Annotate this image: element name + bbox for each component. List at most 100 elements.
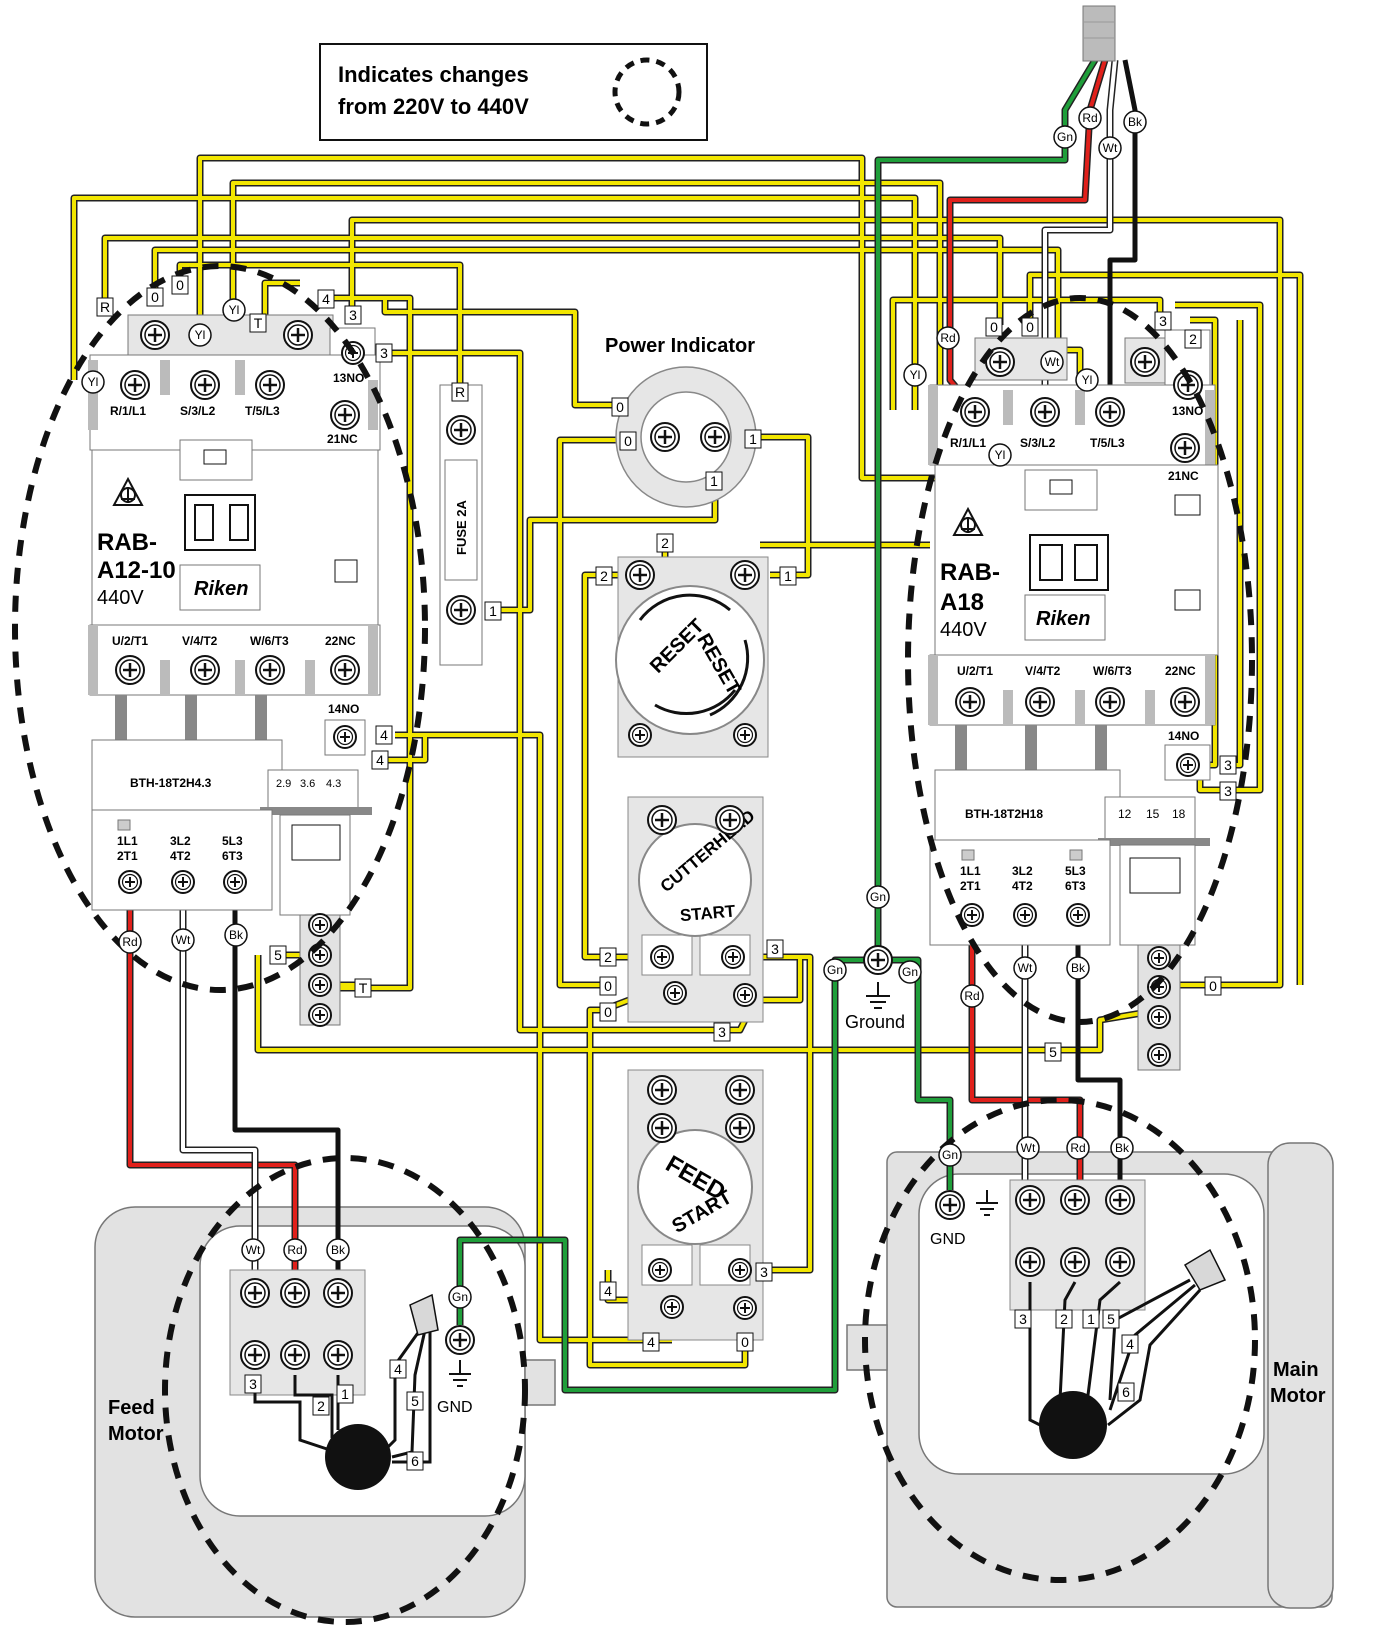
svg-text:4: 4 [376,752,384,768]
left-ol-6t3: 6T3 [222,849,243,863]
left-term-22nc: 22NC [325,634,356,648]
tag-yl-5: Yl [188,323,212,347]
svg-text:1: 1 [784,568,792,584]
tag-gn-2: Gn [866,885,890,909]
tag-box: 3 [1154,311,1172,331]
tag-yl-4: Yl [81,370,105,394]
svg-text:3: 3 [760,1264,768,1280]
svg-text:Rd: Rd [287,1243,302,1257]
green-wires [456,58,1099,1394]
right-ol-5l3: 5L3 [1065,864,1086,878]
riken-logo-icon-right [952,506,984,536]
terminal-tags: R 0 0 T 4 3 3 R 1 4 4 5 T 0 0 1 1 2 2 1 … [96,275,1237,1471]
wire-nut-icon [409,1293,439,1336]
svg-text:1: 1 [749,431,757,447]
svg-text:Yl: Yl [195,328,206,342]
tag-yl-3: Yl [988,443,1012,467]
tag-box: 0 [599,1002,617,1022]
tag-box: 3 [1219,755,1237,775]
right-model-line1: RAB- [940,559,1000,586]
tag-box: 4 [375,725,393,745]
main-motor-title-2: Motor [1270,1385,1326,1407]
main-gnd-icon [976,1190,998,1216]
svg-text:T: T [254,315,263,331]
right-ol-4t2: 4T2 [1012,879,1033,893]
right-brand: Riken [1036,608,1090,630]
svg-text:3: 3 [1159,313,1167,329]
tag-box: 3 [375,343,393,363]
left-ol-1l1: 1L1 [117,834,138,848]
left-model-line1: RAB- [97,529,157,556]
legend-line1: Indicates changes [338,62,529,87]
tag-box: 2 [656,533,674,553]
left-aux-21nc: 21NC [327,432,358,446]
tag-box: 2 [595,566,613,586]
svg-text:Rd: Rd [964,989,979,1003]
right-model-line2: A18 [940,589,984,616]
tag-box: 5 [1044,1042,1062,1062]
tag-box: T [354,978,372,998]
left-term-u: U/2/T1 [112,634,148,648]
tag-box: 1 [484,601,502,621]
left-term-s: S/3/L2 [180,404,216,418]
left-ol-3l2: 3L2 [170,834,191,848]
tag-yl-2: Yl [1075,368,1099,392]
tag-box: 2 [1055,1309,1073,1329]
right-ol-2t1: 2T1 [960,879,981,893]
change-circle-left-contactor [12,263,428,993]
tag-bk-5: Bk [1110,1136,1134,1160]
change-circle-feed-motor [162,1155,528,1625]
left-ol-4t2: 4T2 [170,849,191,863]
svg-text:Wt: Wt [176,933,191,947]
tag-wt-3: Wt [171,928,195,952]
main-gnd-label: GND [930,1231,966,1248]
right-term-w: W/6/T3 [1093,664,1132,678]
right-voltage: 440V [940,619,987,641]
svg-text:6: 6 [411,1453,419,1469]
fuse-holder: FUSE 2A [439,384,483,666]
tag-box: 0 [619,431,637,451]
svg-text:Gn: Gn [452,1290,468,1304]
right-term-r: R/1/L1 [950,436,986,450]
left-term-t: T/5/L3 [245,404,280,418]
tag-box: 3 [244,1374,262,1394]
tag-box: 4 [642,1332,660,1352]
tag-box: 5 [269,945,287,965]
svg-text:4: 4 [380,727,388,743]
cutterhead-start-label: START [679,901,736,925]
svg-text:R: R [100,299,110,315]
tag-rd-3: Rd [118,930,142,954]
tag-box: T [249,313,267,333]
incoming-cable [1082,5,1116,62]
tag-rd-2: Rd [936,326,960,350]
tag-box: 0 [171,275,189,295]
tag-box: 0 [611,397,629,417]
tag-rd-1: Rd [1078,106,1102,130]
ground-icon [866,982,890,1009]
reset-switch: RESET RESET [615,556,769,758]
tag-box: 4 [1121,1334,1139,1354]
svg-text:4: 4 [1126,1336,1134,1352]
tag-rd-4: Rd [960,984,984,1008]
right-scale-2: 15 [1146,807,1160,821]
right-ol-3l2: 3L2 [1012,864,1033,878]
tag-wt-4: Wt [1013,956,1037,980]
svg-text:Yl: Yl [88,375,99,389]
svg-text:6: 6 [1122,1384,1130,1400]
svg-text:3: 3 [771,941,779,957]
tag-box: 3 [755,1262,773,1282]
svg-text:2: 2 [1189,331,1197,347]
svg-text:2: 2 [1060,1311,1068,1327]
main-motor-title-1: Main [1273,1359,1319,1381]
legend-dashed-circle [612,57,682,127]
svg-text:Rd: Rd [940,331,955,345]
contactor-right: RAB- A18 440V Riken R/1/L1 S/3/L2 T/5/L3… [928,329,1219,781]
svg-text:2: 2 [604,949,612,965]
svg-text:0: 0 [624,433,632,449]
svg-text:0: 0 [616,399,624,415]
tag-rd-6: Rd [283,1238,307,1262]
svg-text:3: 3 [349,307,357,323]
svg-text:3: 3 [1224,757,1232,773]
svg-text:Bk: Bk [331,1243,346,1257]
